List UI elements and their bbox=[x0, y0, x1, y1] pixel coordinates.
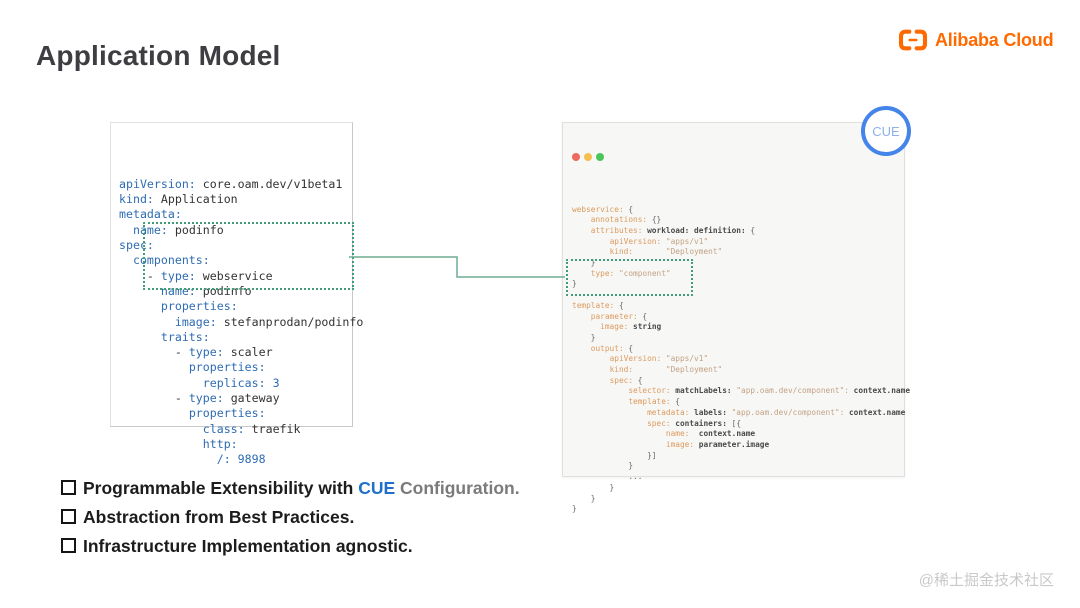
checkbox-icon bbox=[61, 509, 76, 524]
watermark: @稀土掘金技术社区 bbox=[918, 572, 1054, 589]
alibaba-cloud-icon bbox=[898, 29, 928, 51]
cue-badge: CUE bbox=[861, 106, 911, 156]
window-dot-red-icon bbox=[572, 153, 580, 162]
bullet-text: Programmable Extensibility with CUE Conf… bbox=[83, 478, 520, 498]
bullet-item: Abstraction from Best Practices. bbox=[61, 503, 520, 532]
alibaba-cloud-logo: Alibaba Cloud bbox=[897, 28, 1054, 52]
page-title: Application Model bbox=[36, 40, 281, 71]
window-dot-green-icon bbox=[596, 153, 604, 162]
checkbox-icon bbox=[61, 480, 76, 495]
bullet-item: Programmable Extensibility with CUE Conf… bbox=[61, 474, 520, 503]
bullet-text: Infrastructure Implementation agnostic. bbox=[83, 536, 413, 556]
window-controls bbox=[572, 152, 904, 162]
cue-highlight-box bbox=[566, 259, 693, 296]
bullet-item: Infrastructure Implementation agnostic. bbox=[61, 532, 520, 561]
yaml-highlight-box bbox=[143, 222, 354, 290]
cue-code-block: webservice: { annotations: {} attributes… bbox=[562, 122, 910, 513]
bullet-text: Abstraction from Best Practices. bbox=[83, 507, 355, 527]
window-dot-yellow-icon bbox=[584, 153, 592, 162]
alibaba-cloud-logo-text: Alibaba Cloud bbox=[935, 29, 1054, 50]
checkbox-icon bbox=[61, 538, 76, 553]
bullet-list: Programmable Extensibility with CUE Conf… bbox=[61, 474, 520, 561]
